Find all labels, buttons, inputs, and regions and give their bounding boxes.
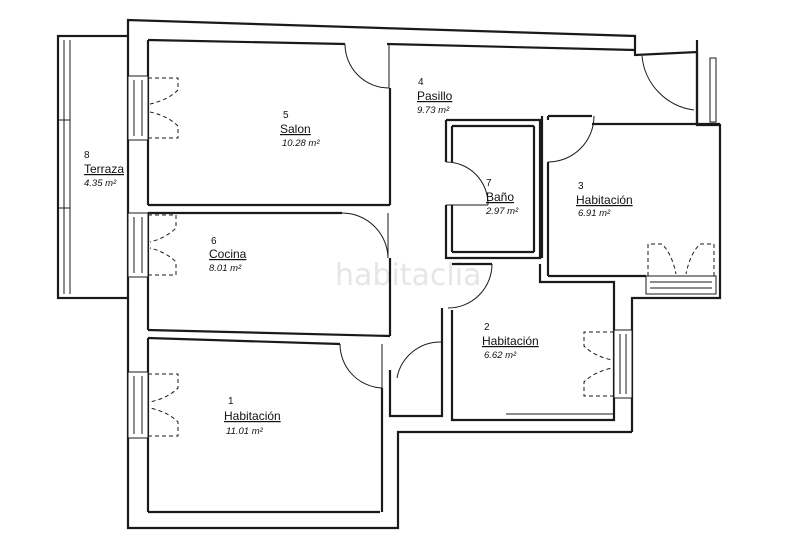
window-cocina [127,212,177,278]
svg-text:4.35 m²: 4.35 m² [84,178,117,189]
room-label-5: 5 Salon 10.28 m² [280,110,320,149]
room-label-8: 8 Terraza 4.35 m² [84,150,124,189]
svg-text:1: 1 [228,396,234,407]
window-salon [127,75,179,141]
svg-text:8: 8 [84,150,90,161]
svg-text:Terraza: Terraza [84,162,124,176]
svg-text:Pasillo: Pasillo [417,89,453,103]
svg-text:8.01 m²: 8.01 m² [209,263,242,274]
svg-text:Habitación: Habitación [576,193,633,207]
svg-text:Habitación: Habitación [224,409,281,423]
window-habitacion-2 [583,329,633,399]
terraza-outline [56,34,130,300]
svg-text:3: 3 [578,181,584,192]
room-label-6: 6 Cocina 8.01 m² [209,236,247,274]
salon-walls [146,38,636,207]
svg-text:9.73 m²: 9.73 m² [417,105,450,116]
room-label-1: 1 Habitación 11.01 m² [224,396,281,437]
svg-text:5: 5 [283,110,289,121]
svg-text:Baño: Baño [486,190,514,204]
svg-text:Salon: Salon [280,122,311,136]
outer-walls [126,18,722,530]
window-habitacion-3 [645,243,717,295]
svg-text:2: 2 [484,322,490,333]
pasillo-entry-door [641,55,695,111]
habitacion-1-walls [146,336,384,514]
svg-text:11.01 m²: 11.01 m² [226,426,264,437]
window-habitacion-1 [127,371,179,439]
svg-text:6.91 m²: 6.91 m² [578,208,611,219]
room-label-3: 3 Habitación 6.91 m² [576,181,633,219]
svg-text:10.28 m²: 10.28 m² [282,138,320,149]
room-label-2: 2 Habitación 6.62 m² [482,322,539,361]
svg-text:6: 6 [211,236,217,247]
svg-text:4: 4 [418,77,424,88]
hall-stub-walls [388,308,444,418]
svg-text:7: 7 [486,178,492,189]
svg-text:Habitación: Habitación [482,334,539,348]
svg-text:2.97 m²: 2.97 m² [485,206,519,217]
svg-text:Cocina: Cocina [209,247,247,261]
svg-text:6.62 m²: 6.62 m² [484,350,517,361]
habitacion-3-walls [540,114,720,278]
room-label-7: 7 Baño 2.97 m² [485,178,519,217]
bano-walls [444,118,542,260]
room-label-4: 4 Pasillo 9.73 m² [417,77,453,116]
